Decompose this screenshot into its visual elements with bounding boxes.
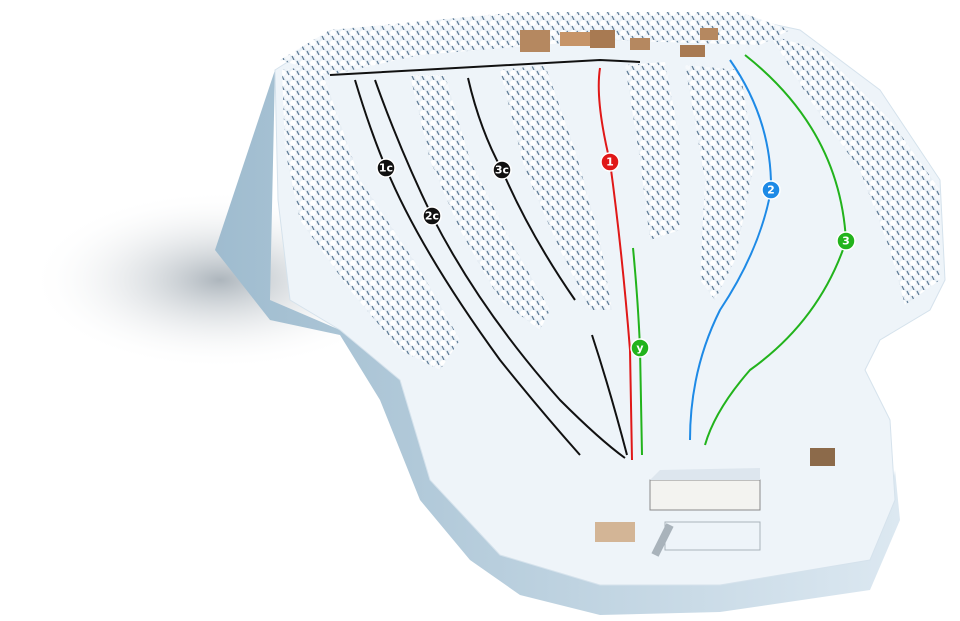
run-marker-badge: [836, 231, 856, 251]
ski-run-1: [597, 67, 633, 461]
run-marker-1c[interactable]: 1c: [376, 158, 396, 178]
run-marker-label: 1c: [379, 162, 393, 175]
run-marker-label: 2c: [425, 210, 439, 223]
base-lodge: [595, 448, 835, 557]
run-marker-label: 1: [606, 156, 614, 169]
ski-run-2: [689, 59, 773, 441]
run-marker-badge: [492, 160, 512, 180]
run-marker-3[interactable]: 3: [836, 231, 856, 251]
run-marker-badge: [376, 158, 396, 178]
run-marker-label: 3c: [495, 164, 509, 177]
run-marker-label: y: [636, 342, 643, 355]
run-marker-2[interactable]: 2: [761, 180, 781, 200]
run-marker-label: 2: [767, 184, 775, 197]
run-marker-badge: [630, 338, 650, 358]
terrain-side: [215, 70, 900, 615]
run-marker-badge: [761, 180, 781, 200]
village: [520, 28, 718, 57]
run-marker-1[interactable]: 1: [600, 152, 620, 172]
run-marker-badge: [600, 152, 620, 172]
run-marker-3c[interactable]: 3c: [492, 160, 512, 180]
ski-run-2c: [374, 79, 626, 459]
run-marker-y[interactable]: y: [630, 338, 650, 358]
forest: [280, 12, 940, 370]
run-marker-2c[interactable]: 2c: [422, 206, 442, 226]
run-marker-label: 3: [842, 235, 850, 248]
ridge-trail: [329, 58, 641, 76]
run-marker-badge: [422, 206, 442, 226]
ski-run-1c: [354, 79, 581, 456]
ski-run-3: [704, 54, 848, 446]
